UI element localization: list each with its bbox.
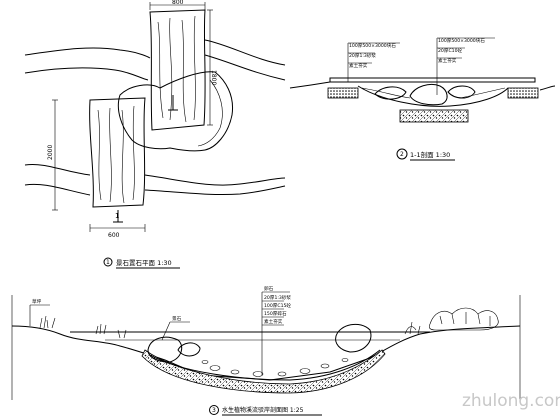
plan-view: 800 1800 2000 600 1 1 景石置石平面 1:30 — [24, 0, 286, 269]
footing-right — [507, 87, 539, 99]
plan-caption: 景石置石平面 1:30 — [116, 259, 172, 267]
stream-bank-upper-1 — [24, 47, 151, 59]
top-slab — [329, 77, 536, 83]
stream-caption-number: 3 — [212, 407, 216, 414]
dim-top-label: 800 — [172, 0, 184, 6]
gravel-bed — [141, 349, 386, 394]
section1-note-left-1: 100厚500×3000块石 — [349, 42, 396, 49]
section1-note-left-2: 20厚1:3砂浆 — [349, 52, 376, 59]
stream-section: 卵石 20厚1:3砂浆 100厚C15砼 150厚碎石 素土夯实 草坪 景石 3… — [11, 285, 521, 416]
section1-caption: 1-1剖面 1:30 — [410, 150, 450, 159]
section1-note-right-1: 100厚500×3000块石 — [438, 37, 485, 44]
stream-caption: 水生植物溪流驳岸剖面图 1:25 — [222, 406, 304, 414]
dim-bottom-label: 600 — [108, 232, 120, 239]
rock-outline — [117, 71, 234, 152]
section1-note-left-3: 素土夯实 — [349, 62, 368, 69]
section1-note-right-3: 素土夯实 — [438, 57, 457, 64]
bed-curve — [357, 85, 509, 107]
label-stone: 景石 — [172, 316, 182, 322]
ground-line-right — [539, 85, 556, 91]
section1-note-right-2: 20厚C10砼 — [438, 47, 462, 54]
stream-note-5: 素土夯实 — [264, 318, 283, 325]
stream-bank-lower-4 — [144, 185, 286, 196]
section1-caption-number: 2 — [400, 151, 404, 158]
stone-slab-upper — [149, 9, 206, 131]
section-1-1: 100厚500×3000块石 20厚1:3砂浆 素土夯实 100厚500×300… — [289, 37, 556, 161]
caption-circle-1 — [103, 257, 113, 267]
stream-note-3: 100厚C15砼 — [264, 302, 291, 309]
stream-bank-upper-3 — [204, 39, 286, 66]
ground-line-left — [289, 81, 331, 89]
plants-right — [404, 307, 499, 335]
stream-note-1: 卵石 — [264, 285, 274, 292]
bed-stone-2 — [409, 83, 448, 106]
stream-bank-lower-1 — [24, 163, 91, 176]
stream-stone-mid — [177, 342, 201, 357]
label-grass: 草坪 — [32, 298, 42, 305]
watermark: zhulong.com — [462, 391, 560, 411]
rock-outline-inner — [197, 79, 223, 147]
bed-stone-3 — [447, 85, 476, 99]
dim-left-label: 2000 — [47, 145, 54, 160]
section-mark-label: 1 — [115, 212, 119, 220]
stream-stone-right — [335, 323, 372, 353]
caption-circle-3 — [209, 405, 219, 415]
gravel-base — [399, 109, 469, 123]
plants-left — [39, 315, 127, 339]
dim-right-label: 1800 — [210, 70, 217, 85]
stream-note-4: 150厚碎石 — [264, 310, 287, 317]
stone-slab-lower — [89, 97, 146, 208]
footing-left — [327, 87, 359, 99]
stream-bank-lower-3 — [144, 174, 286, 186]
concrete-layer — [149, 349, 381, 381]
stream-stone-left — [147, 336, 183, 363]
stream-bank-upper-2 — [24, 67, 149, 81]
stream-bank-lower-2 — [24, 183, 91, 196]
caption-circle-2 — [396, 148, 408, 160]
stream-note-2: 20厚1:3砂浆 — [264, 294, 291, 301]
stream-bank-upper-4 — [204, 54, 286, 81]
pebbles — [201, 358, 349, 377]
ground-profile — [11, 325, 521, 381]
plan-caption-number: 1 — [106, 259, 110, 266]
bed-stone-1 — [374, 86, 407, 100]
